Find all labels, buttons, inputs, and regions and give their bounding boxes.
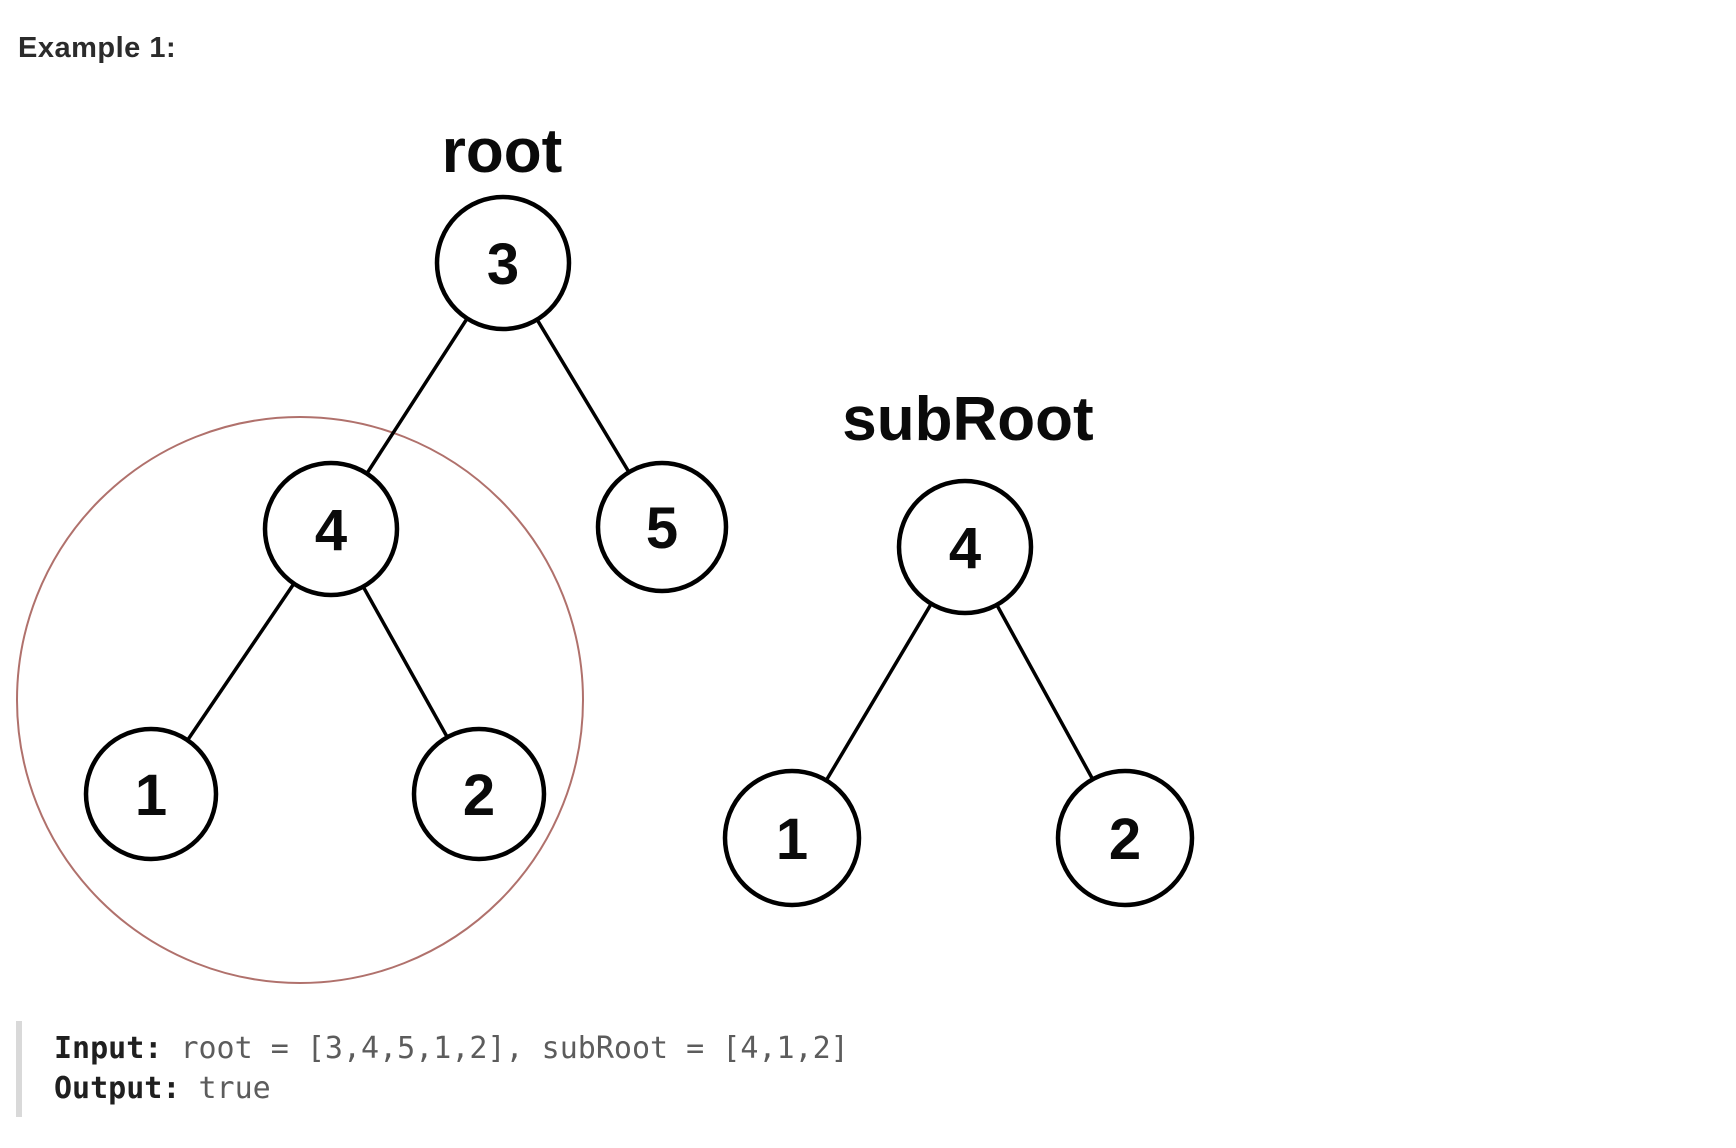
- tree-node-circle: [722, 768, 862, 908]
- tree-node-circle: [896, 478, 1034, 616]
- output-label: Output:: [54, 1071, 181, 1106]
- tree-label: root: [442, 117, 563, 186]
- tree-node-value: 1: [135, 763, 167, 828]
- example-io-block: Input: root = [3,4,5,1,2], subRoot = [4,…: [16, 1021, 873, 1117]
- input-label: Input:: [54, 1031, 163, 1066]
- tree-node-value: 2: [1109, 807, 1141, 872]
- tree-node-value: 2: [463, 763, 495, 828]
- tree-node-value: 5: [646, 496, 678, 561]
- tree-subRoot: 4 1 2 subRoot: [722, 385, 1195, 908]
- tree-node-value: 4: [315, 498, 347, 563]
- tree-node-value: 4: [949, 516, 981, 581]
- tree-label: subRoot: [842, 385, 1093, 454]
- tree-node-value: 1: [776, 807, 808, 872]
- output-value: true: [198, 1071, 271, 1106]
- tree-node-value: 3: [487, 232, 519, 297]
- example-heading: Example 1:: [18, 32, 177, 64]
- tree-node-circle: [83, 726, 219, 862]
- tree-node-circle: [1055, 768, 1195, 908]
- subtree-highlight-circle: [16, 416, 584, 984]
- input-value: root = [3,4,5,1,2], subRoot = [4,1,2]: [180, 1031, 849, 1066]
- tree-node-circle: [434, 194, 572, 332]
- tree-node-circle: [595, 460, 729, 594]
- tree-root: 3 4 5 1 2 root: [16, 117, 729, 984]
- tree-node-circle: [411, 726, 547, 862]
- tree-node-circle: [262, 460, 400, 598]
